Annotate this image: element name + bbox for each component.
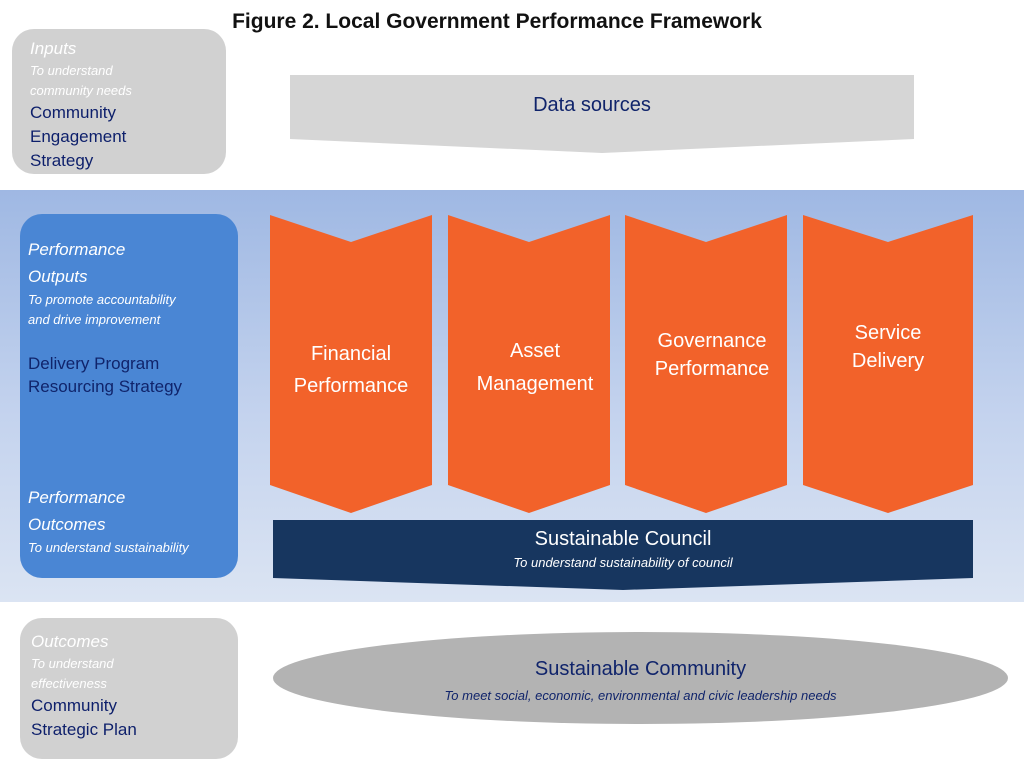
performance-outputs-subtitle-line-2: and drive improvement bbox=[28, 312, 161, 327]
service-delivery-label-line-2: Delivery bbox=[851, 350, 925, 372]
service-delivery-label-line-1: Service bbox=[854, 322, 922, 344]
inputs-heading: Inputs bbox=[30, 39, 77, 58]
inputs-box: Inputs To understand community needs Com… bbox=[12, 29, 226, 174]
performance-outputs-subtitle-line-1: To promote accountability bbox=[28, 292, 176, 307]
outcomes-doc-line-2: Strategic Plan bbox=[31, 720, 137, 739]
performance-outcomes-subtitle: To understand sustainability bbox=[28, 540, 189, 555]
performance-outputs-heading-line-1: Performance bbox=[28, 240, 126, 259]
outcomes-box: Outcomes To understand effectiveness Com… bbox=[20, 618, 238, 759]
service-delivery-column: Service Delivery bbox=[803, 215, 973, 513]
sustainable-community-title: Sustainable Community bbox=[534, 658, 747, 680]
data-sources-label: Data sources bbox=[533, 94, 651, 116]
governance-performance-column: Governance Performance bbox=[625, 215, 787, 513]
outcomes-doc-line-1: Community bbox=[31, 696, 117, 715]
sustainable-council-subtitle: To understand sustainability of council bbox=[513, 555, 733, 570]
asset-management-label-line-1: Asset bbox=[509, 340, 561, 362]
sustainable-community-ellipse: Sustainable Community To meet social, ec… bbox=[273, 632, 1008, 724]
governance-performance-label-line-2: Performance bbox=[654, 358, 770, 380]
data-sources-shape bbox=[290, 75, 914, 153]
performance-outcomes-heading-line-2: Outcomes bbox=[28, 515, 106, 534]
sustainable-council-banner: Sustainable Council To understand sustai… bbox=[273, 520, 973, 590]
delivery-program-label: Delivery Program bbox=[28, 354, 160, 373]
inputs-subtitle-line-2: community needs bbox=[30, 83, 132, 98]
inputs-doc-line-3: Strategy bbox=[30, 151, 94, 170]
sustainable-council-title: Sustainable Council bbox=[534, 528, 712, 550]
data-sources-banner: Data sources bbox=[290, 75, 914, 155]
outcomes-subtitle-line-1: To understand bbox=[31, 656, 114, 671]
performance-box: Performance Outputs To promote accountab… bbox=[20, 214, 238, 578]
financial-performance-column: Financial Performance bbox=[270, 215, 432, 513]
inputs-subtitle-line-1: To understand bbox=[30, 63, 113, 78]
outcomes-heading: Outcomes bbox=[31, 632, 109, 651]
performance-outcomes-heading-line-1: Performance bbox=[28, 488, 126, 507]
inputs-doc-line-1: Community bbox=[30, 103, 116, 122]
financial-performance-label-line-1: Financial bbox=[310, 343, 392, 365]
outcomes-subtitle-line-2: effectiveness bbox=[31, 676, 107, 691]
resourcing-strategy-label: Resourcing Strategy bbox=[28, 377, 183, 396]
figure-title: Figure 2. Local Government Performance F… bbox=[232, 10, 762, 33]
sustainable-community-subtitle: To meet social, economic, environmental … bbox=[444, 688, 837, 703]
governance-performance-label-line-1: Governance bbox=[657, 330, 767, 352]
inputs-doc-line-2: Engagement bbox=[30, 127, 127, 146]
sustainable-council-shape bbox=[273, 520, 973, 590]
performance-outputs-heading-line-2: Outputs bbox=[28, 267, 88, 286]
asset-management-column: Asset Management bbox=[448, 215, 610, 513]
asset-management-label-line-2: Management bbox=[476, 373, 594, 395]
financial-performance-label-line-2: Performance bbox=[293, 375, 409, 397]
